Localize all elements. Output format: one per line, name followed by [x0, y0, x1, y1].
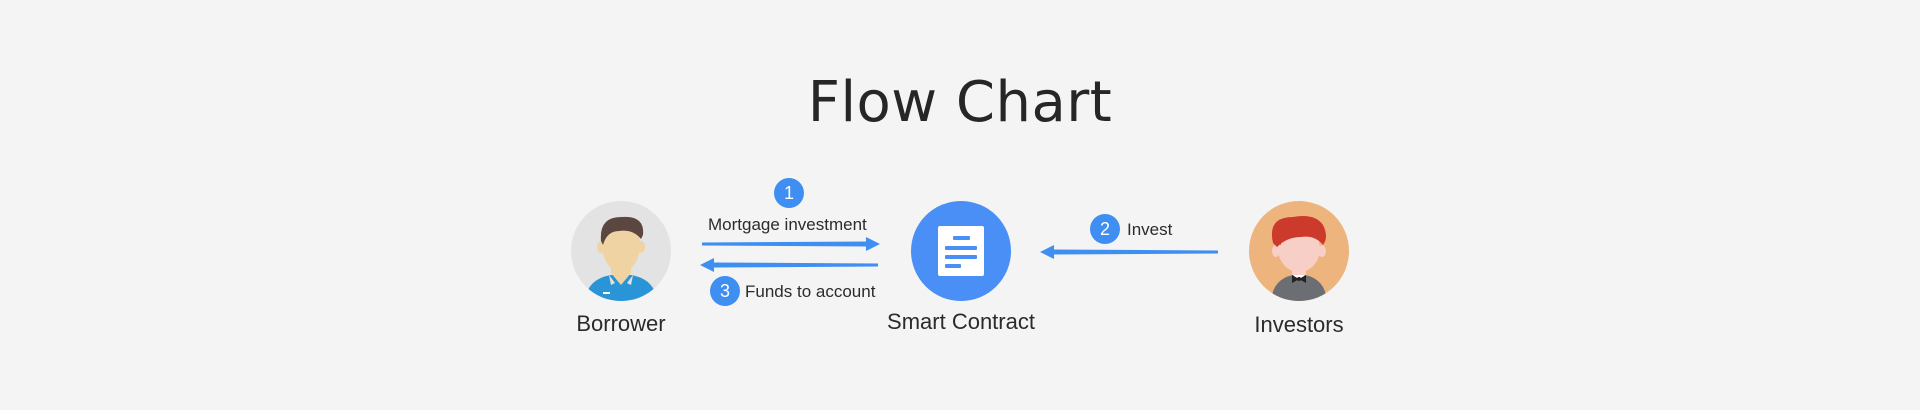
red-haired-user-icon	[1249, 201, 1349, 301]
document-icon	[911, 201, 1011, 301]
investors-node	[1249, 201, 1349, 301]
page-title: Flow Chart	[807, 70, 1113, 135]
smart-contract-node	[911, 201, 1011, 301]
step-badge-3: 3	[710, 276, 740, 306]
edge-label-funds-to-account: Funds to account	[745, 282, 876, 301]
step-badge-1: 1	[774, 178, 804, 208]
smart-contract-label: Smart Contract	[887, 309, 1035, 334]
step-badge-2: 2	[1090, 214, 1120, 244]
arrow-right-icon	[702, 237, 880, 251]
borrower-node	[571, 201, 671, 301]
investors-label: Investors	[1254, 312, 1344, 337]
edge-label-invest: Invest	[1127, 220, 1173, 239]
male-user-icon	[571, 201, 671, 301]
arrow-left-icon	[700, 258, 878, 272]
arrow-left-icon	[1040, 245, 1218, 259]
borrower-label: Borrower	[576, 311, 666, 336]
edge-label-mortgage-investment: Mortgage investment	[708, 215, 867, 234]
